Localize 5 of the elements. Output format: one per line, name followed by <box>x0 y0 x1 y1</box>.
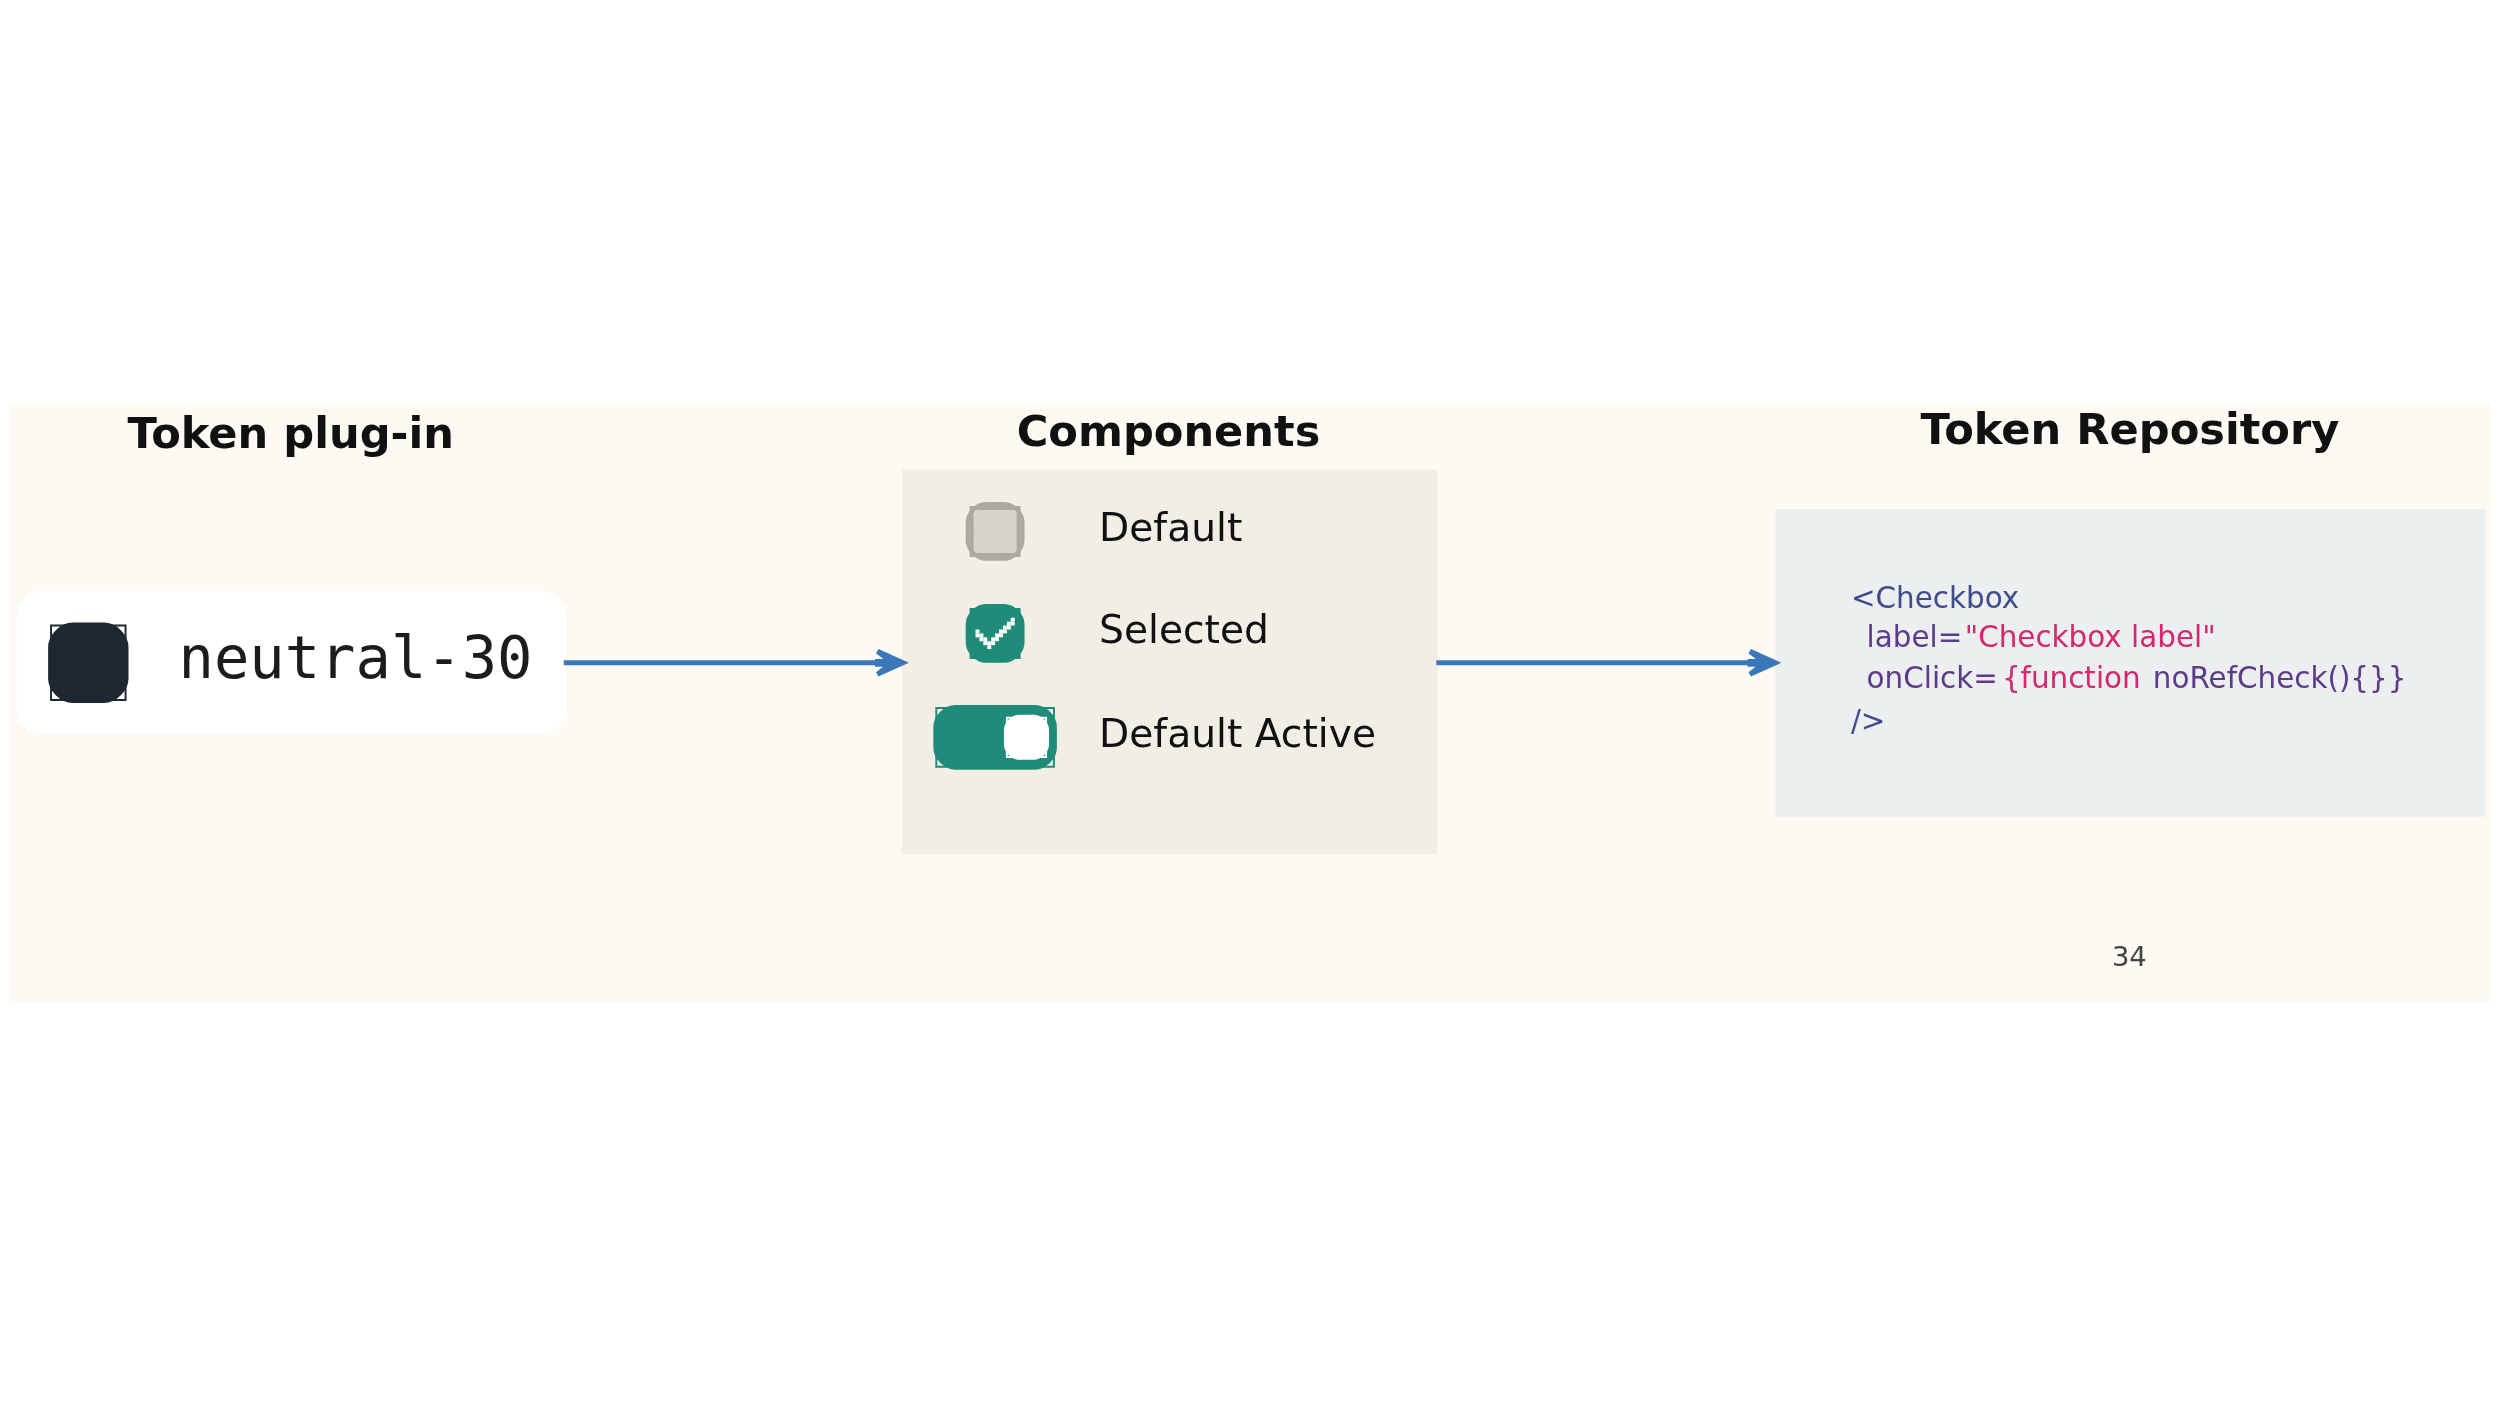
node-label: Token plug-in <box>127 408 454 459</box>
node-label: Components <box>1016 406 1321 457</box>
arrow <box>563 648 906 677</box>
node-label: Token Repository <box>1920 404 2340 455</box>
label: 34 <box>2111 941 2147 973</box>
